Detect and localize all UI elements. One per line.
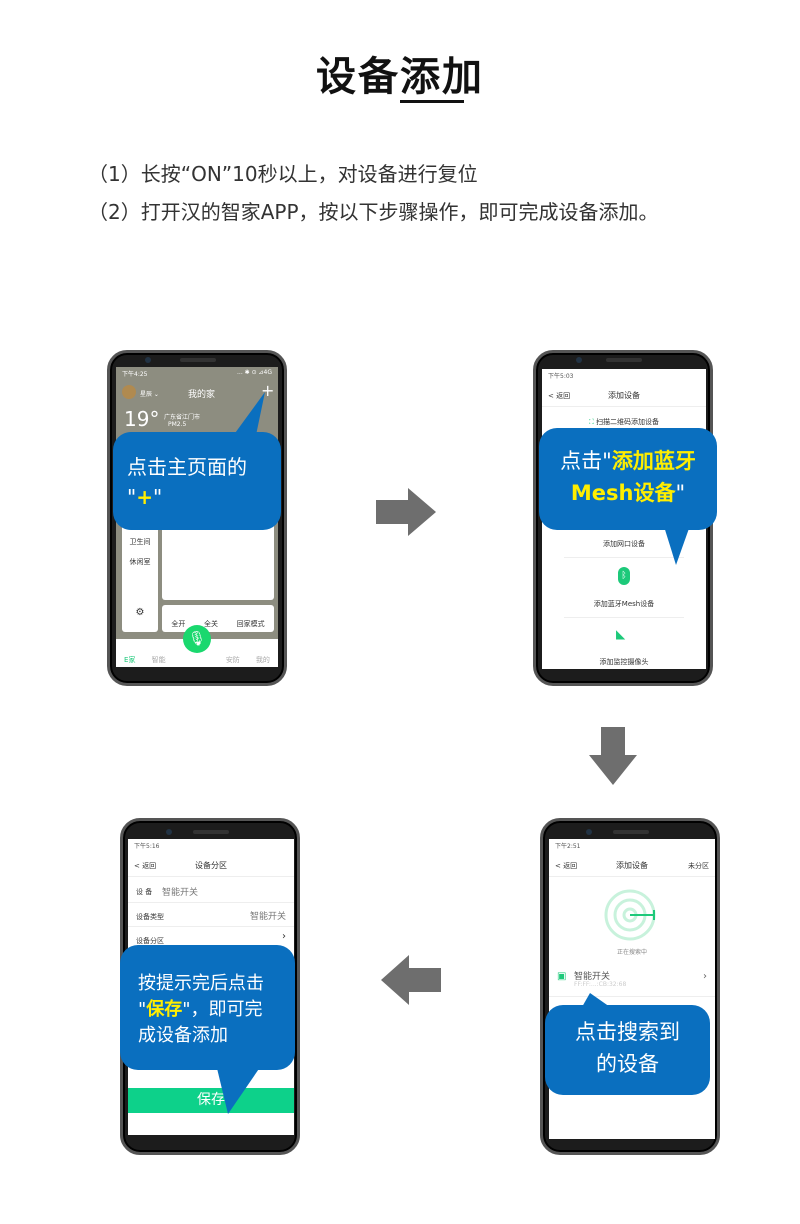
tab-smart[interactable]: 智能 (151, 656, 166, 664)
device-name: 智能开关 (574, 972, 611, 982)
quote: " (152, 485, 163, 509)
callout-2-highlight: 添加蓝牙 (611, 449, 696, 473)
callout-2-text: 点击" (560, 449, 612, 473)
step-2: （2）打开汉的智家APP，按以下步骤操作，即可完成设备添加。 (88, 200, 659, 224)
arrow-right-icon (376, 488, 436, 536)
callout-3: 按提示完后点击 "保存"，即可完 成设备添加 (120, 945, 295, 1070)
camera-icon (145, 357, 151, 363)
callout-2: 点击"添加蓝牙 Mesh设备" (539, 428, 717, 530)
wired-option[interactable]: 添加网口设备 (603, 540, 645, 548)
step-1: （1）长按“ON”10秒以上，对设备进行复位 (88, 162, 478, 186)
switch-icon: ▣ (557, 971, 567, 982)
quote: " (675, 480, 686, 505)
status-time: 下午4:25 (122, 371, 148, 378)
speaker (606, 358, 642, 362)
avatar[interactable] (122, 385, 136, 399)
speaker (613, 830, 649, 834)
callout-4: 点击搜索到 的设备 (545, 1005, 710, 1095)
screen-title: 添加设备 (608, 391, 640, 400)
callout-3-text: 按提示完后点击 (138, 973, 264, 994)
callout-1-plus: + (136, 485, 153, 509)
quote: " (138, 999, 147, 1021)
zone-label: 设备分区 (136, 937, 164, 945)
microphone-icon[interactable]: 🎙 (183, 625, 211, 653)
camera-icon (576, 357, 582, 363)
device-label: 设 备 (136, 888, 153, 896)
speaker (180, 358, 216, 362)
scan-label: 扫描二维码添加设备 (596, 418, 660, 426)
home-title: 我的家 (188, 390, 216, 400)
chevron-right-icon: › (703, 971, 707, 982)
tab-security[interactable]: 安防 (225, 656, 240, 664)
add-button[interactable]: + (261, 381, 275, 400)
back-button[interactable]: < 返回 (555, 861, 578, 870)
user-name[interactable]: 星辰 ⌄ (140, 391, 159, 398)
page-title: 设备添加 (316, 54, 484, 100)
found-device-row[interactable]: ▣ 智能开关 FF:FF:...:CB:32:68 › (549, 965, 715, 997)
room-lounge[interactable]: 休闲室 (129, 558, 151, 566)
chevron-right-icon: › (282, 931, 286, 942)
arrow-left-icon (381, 955, 441, 1005)
callout-tail-2 (662, 520, 692, 565)
scene-all-off[interactable]: 全关 (203, 620, 218, 628)
mesh-option[interactable]: 添加蓝牙Mesh设备 (593, 600, 655, 608)
tab-home[interactable]: E家 (124, 656, 136, 664)
title-underline (400, 100, 464, 103)
device-type-row: 设备类型 智能开关 (128, 903, 294, 927)
status-time: 下午5:16 (134, 843, 160, 850)
unassigned-zone[interactable]: 未分区 (688, 861, 709, 870)
screen-title: 设备分区 (195, 861, 227, 870)
device-card[interactable] (162, 517, 274, 600)
callout-1: 点击主页面的 "+" (113, 432, 281, 530)
back-button[interactable]: < 返回 (548, 391, 571, 400)
callout-1-text: 点击主页面的 (127, 455, 247, 479)
callout-tail-1 (230, 392, 265, 440)
temperature: 19° (124, 407, 160, 431)
device-zone-row[interactable]: 设备分区 › (128, 927, 294, 949)
type-value: 智能开关 (249, 912, 286, 922)
type-label: 设备类型 (136, 913, 164, 921)
arrow-down-icon (589, 727, 637, 785)
callout-4-text: 的设备 (596, 1051, 659, 1076)
callout-4-text: 点击搜索到 (575, 1020, 680, 1044)
status-time: 下午2:51 (555, 843, 581, 850)
status-time: 下午5:03 (548, 373, 574, 380)
settings-icon[interactable]: ⚙ (135, 607, 145, 618)
room-list: 卫生间 休闲室 ⚙ (122, 517, 158, 632)
back-button[interactable]: < 返回 (134, 861, 157, 870)
callout-3-text: "，即可完 (182, 999, 263, 1021)
scene-all-on[interactable]: 全开 (171, 620, 186, 628)
device-name-input[interactable]: 智能开关 (162, 888, 199, 898)
scene-bar: 全开 全关 回家模式 (162, 605, 274, 632)
callout-tail-4 (582, 993, 610, 1007)
save-button[interactable]: 保存 (128, 1088, 294, 1113)
scan-qr-option[interactable]: ⛶ 扫描二维码添加设备 (588, 418, 660, 426)
callout-3-highlight: 保存 (146, 999, 183, 1021)
room-bathroom[interactable]: 卫生间 (129, 538, 151, 546)
camera-icon (166, 829, 172, 835)
callout-tail-3 (215, 1060, 265, 1114)
camera-cctv-icon: ◣ (616, 627, 626, 641)
pm25: PM2.5 (168, 421, 187, 428)
device-mac: FF:FF:...:CB:32:68 (574, 981, 627, 988)
tab-mine[interactable]: 我的 (255, 656, 270, 664)
device-name-row[interactable]: 设 备 智能开关 (128, 879, 294, 903)
status-icons: ... ✱ ⊙ ⊿4G (237, 369, 272, 376)
scene-home-mode[interactable]: 回家模式 (236, 620, 265, 628)
callout-3-text: 成设备添加 (138, 1025, 228, 1047)
screen-title: 添加设备 (616, 861, 648, 870)
speaker (193, 830, 229, 834)
city: 广东省江门市 (164, 414, 201, 421)
camera-option[interactable]: 添加监控摄像头 (599, 658, 649, 666)
quote: " (127, 485, 137, 509)
searching-status: 正在搜索中 (616, 949, 647, 956)
callout-2-highlight: Mesh设备 (570, 480, 676, 505)
phone-4: 下午2:51 < 返回 添加设备 未分区 正在搜索中 ▣ 智能开关 FF:FF:..… (540, 818, 720, 1155)
bluetooth-icon: ᛒ (618, 567, 630, 585)
radar-icon (604, 889, 656, 941)
camera-icon (586, 829, 592, 835)
